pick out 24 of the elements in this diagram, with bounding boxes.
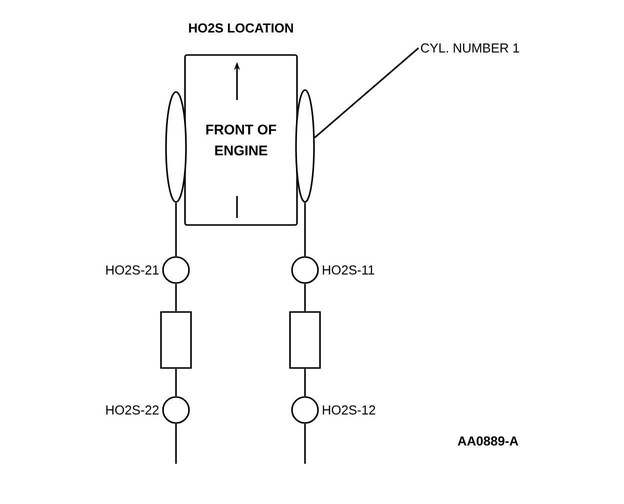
sensor-label: HO2S-12 [322,405,376,415]
exhaust-pipe [304,284,306,312]
sensor-circle [162,256,190,284]
sensor-circle [291,256,319,284]
callout-text: CYL. NUMBER 1 [421,43,520,53]
exhaust-manifold [165,91,187,203]
sensor-label: HO2S-22 [106,405,159,415]
sensor-circle [291,396,319,424]
exhaust-manifold [295,89,315,203]
sensor-circle [162,396,190,424]
exhaust-pipe [175,368,177,396]
figure-code: AA0889-A [458,436,518,446]
sensor-label: HO2S-21 [106,265,159,275]
exhaust-pipe [175,284,177,312]
exhaust-pipe [175,202,177,256]
exhaust-pipe [304,202,306,256]
exhaust-pipe [175,424,177,464]
converter-box [160,311,192,369]
title: HO2S LOCATION [189,23,293,33]
leader-line [314,47,420,138]
sensor-label: HO2S-11 [322,265,374,275]
exhaust-pipe [304,424,306,464]
converter-box [289,311,321,369]
exhaust-pipe [304,368,306,396]
